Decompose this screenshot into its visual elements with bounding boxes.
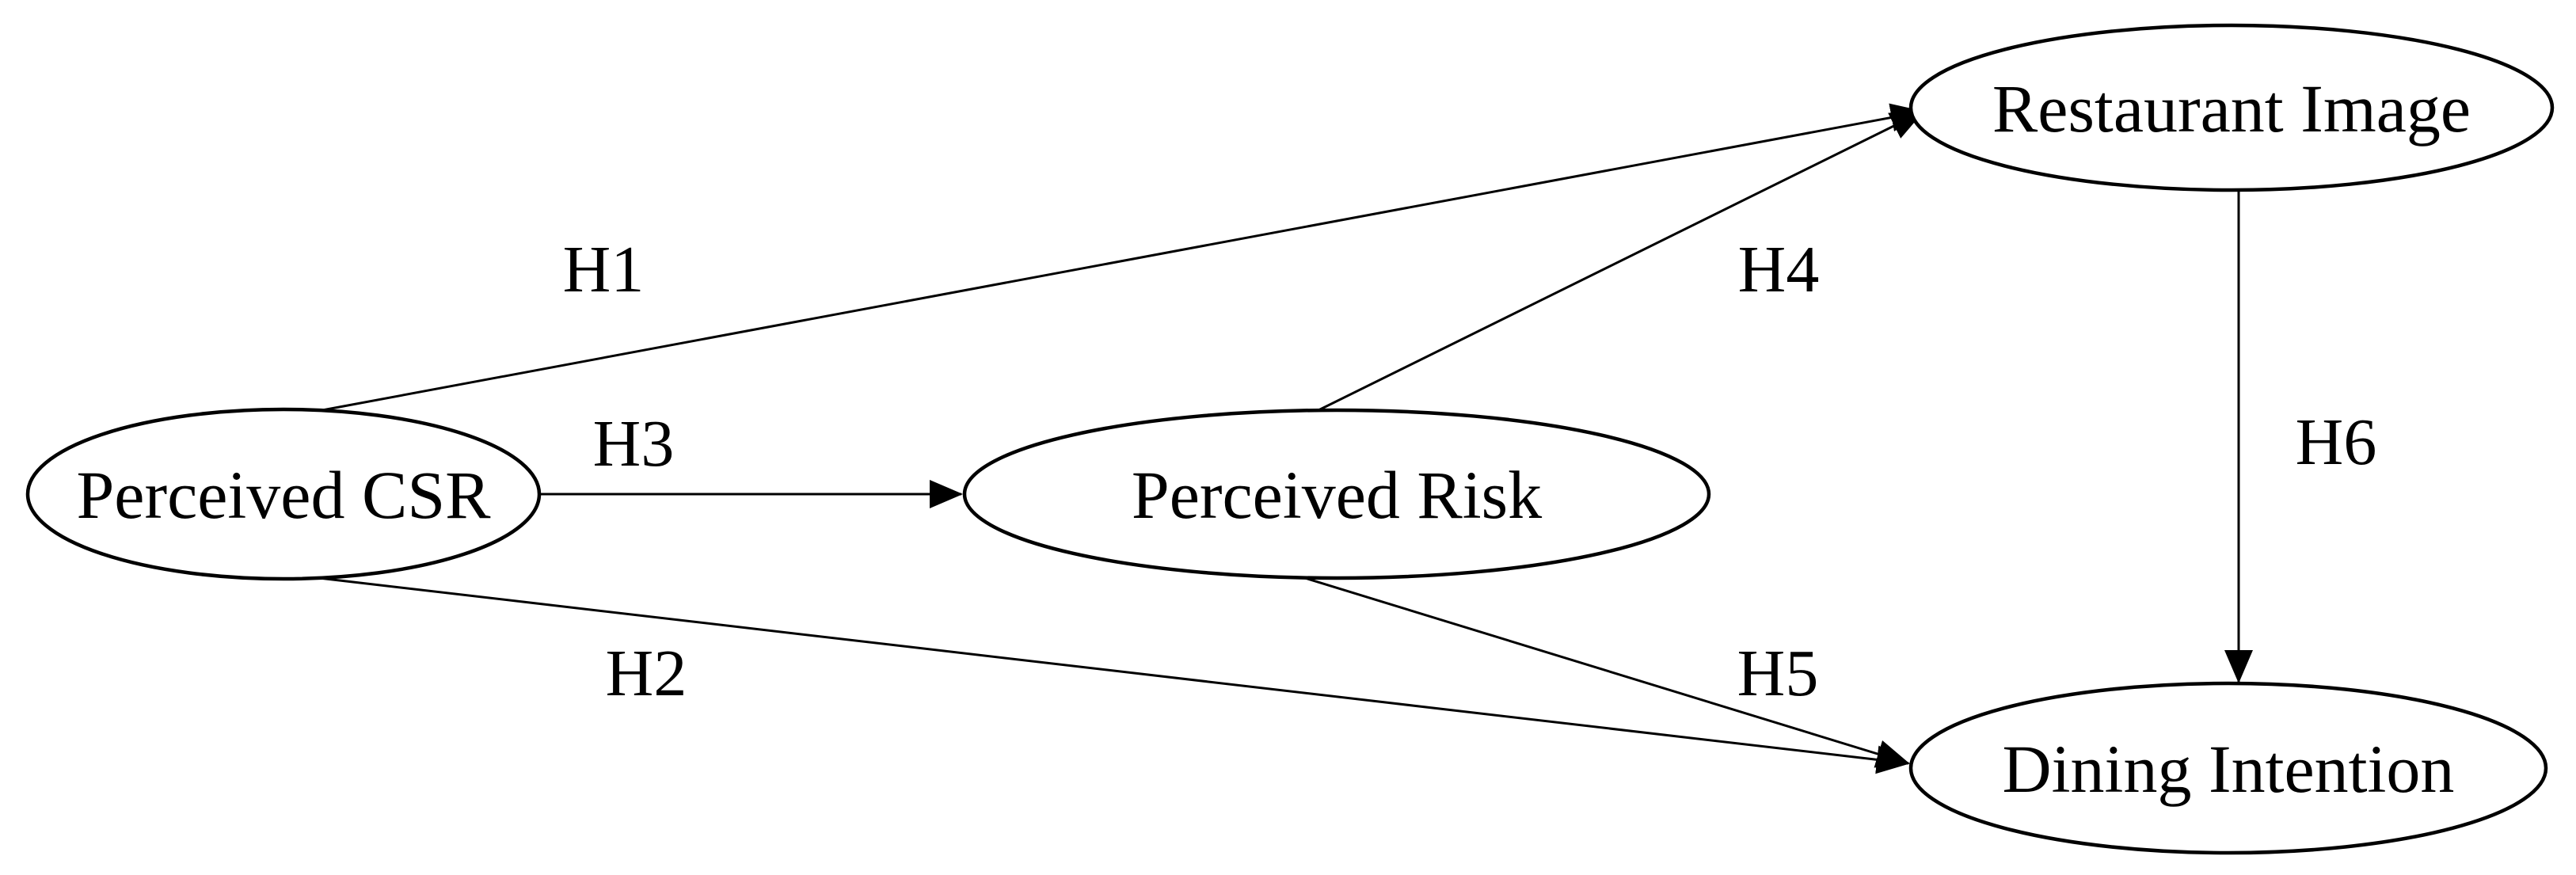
perceived-risk-label: Perceived Risk: [1132, 457, 1542, 533]
edge-label-h5: H5: [1737, 637, 1819, 710]
edge-label-h1: H1: [563, 233, 645, 306]
edge-label-h3: H3: [593, 407, 675, 481]
node-perceived-risk: Perceived Risk: [962, 408, 1711, 580]
dining-intention-ellipse: [1908, 681, 2548, 855]
node-perceived-csr: Perceived CSR: [25, 407, 542, 581]
edge-h4-risk-to-restaurant-image: [1318, 110, 1924, 412]
edge-label-h2: H2: [606, 637, 687, 710]
restaurant-image-label: Restaurant Image: [1992, 70, 2471, 146]
restaurant-image-ellipse: [1908, 23, 2555, 192]
node-dining-intention: Dining Intention: [1908, 681, 2548, 855]
perceived-csr-ellipse: [25, 407, 542, 581]
node-restaurant-image: Restaurant Image: [1908, 23, 2555, 192]
edge-h1-csr-to-restaurant-image: [322, 103, 1924, 412]
dining-intention-label: Dining Intention: [2003, 731, 2455, 807]
edge-label-h6: H6: [2296, 405, 2377, 479]
perceived-risk-ellipse: [962, 408, 1711, 580]
edge-h2-csr-to-dining-intention: [318, 576, 1910, 774]
perceived-csr-label: Perceived CSR: [76, 457, 491, 533]
edge-label-h4: H4: [1738, 233, 1820, 306]
edge-h5-risk-to-dining-intention: [1304, 576, 1910, 768]
